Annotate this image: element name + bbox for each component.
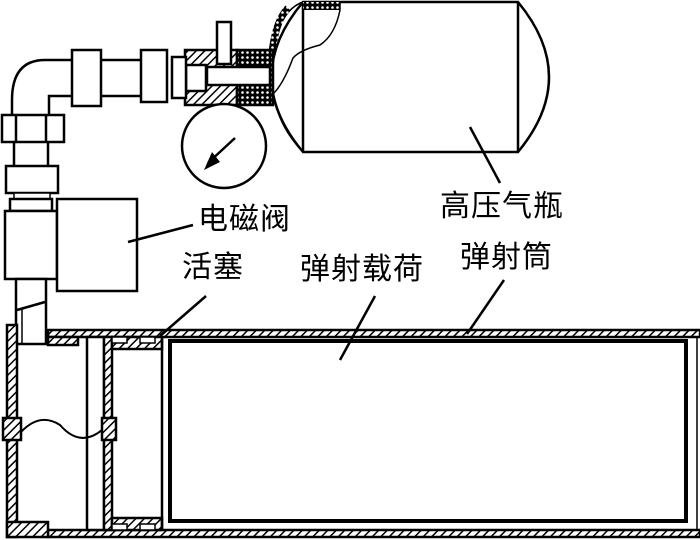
break-line xyxy=(1,416,118,442)
valve-fitting xyxy=(139,20,275,107)
leader-solenoid-valve xyxy=(127,223,194,244)
label-piston: 活塞 xyxy=(182,250,244,285)
solenoid-valve xyxy=(3,197,139,346)
label-gas-cylinder: 高压气瓶 xyxy=(440,189,564,224)
piston xyxy=(85,335,164,532)
label-payload: 弹射载荷 xyxy=(300,252,424,287)
launch-payload xyxy=(168,339,688,523)
pressure-gauge xyxy=(180,102,268,190)
leader-launch-tube xyxy=(465,279,506,335)
gas-cylinder xyxy=(268,0,551,154)
leader-piston xyxy=(159,295,207,337)
pipe-elbow xyxy=(0,48,141,213)
label-launch-tube: 弹射筒 xyxy=(460,240,553,275)
leader-payload xyxy=(338,295,377,361)
label-solenoid-valve: 电磁阀 xyxy=(198,202,291,237)
leader-gas-cylinder xyxy=(468,126,502,184)
